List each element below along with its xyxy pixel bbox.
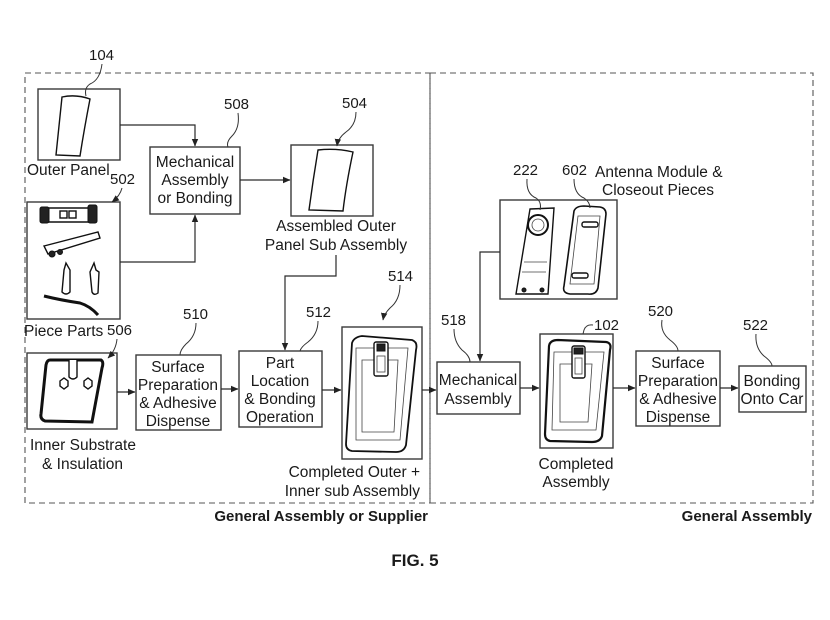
- label-510-1: Surface: [151, 359, 204, 376]
- ref-508: 508: [224, 96, 249, 113]
- ref-222: 222: [513, 162, 538, 179]
- label-520-2: Preparation: [638, 373, 718, 390]
- ref-502: 502: [110, 171, 135, 188]
- piece-parts-icon: [39, 204, 101, 317]
- node-mech-assembly-bonding: Mechanical Assembly or Bonding 508: [149, 96, 249, 215]
- label-518-2: Assembly: [444, 391, 511, 408]
- node-part-location: Part Location & Bonding Operation 512: [238, 304, 331, 428]
- label-520-4: Dispense: [646, 409, 711, 426]
- figure-caption: FIG. 5: [391, 551, 438, 570]
- edge-antenna-to-518: [476, 251, 500, 362]
- ref-522: 522: [743, 317, 768, 334]
- label-522-1: Bonding: [744, 373, 801, 390]
- ref-102: 102: [594, 317, 619, 334]
- label-piece-parts: Piece Parts: [24, 323, 104, 340]
- ref-514: 514: [388, 268, 413, 285]
- label-antenna-2: Closeout Pieces: [602, 182, 714, 199]
- label-inner-substrate-1: Inner Substrate: [30, 437, 136, 454]
- node-completed-outer-inner: Completed Outer + Inner sub Assembly 514: [285, 268, 423, 500]
- label-508-1: Mechanical: [156, 154, 234, 171]
- ref-602: 602: [562, 162, 587, 179]
- label-508-3: or Bonding: [158, 190, 233, 207]
- label-514-1: Completed Outer +: [289, 464, 420, 481]
- label-512-2: Location: [251, 373, 310, 390]
- completed-outer-inner-icon: [345, 335, 418, 453]
- label-514-2: Inner sub Assembly: [285, 483, 421, 500]
- completed-assembly-icon: [543, 338, 612, 444]
- ref-510: 510: [183, 306, 208, 323]
- edge-piece-parts-to-508: [120, 214, 199, 263]
- label-510-4: Dispense: [146, 413, 211, 430]
- label-102-1: Completed: [539, 456, 614, 473]
- node-mech-assembly: Mechanical Assembly 518: [436, 312, 521, 415]
- region-label-supplier: General Assembly or Supplier: [214, 508, 428, 525]
- region-general-assembly: [429, 72, 814, 504]
- edge-504-to-512: [281, 255, 337, 351]
- label-522-2: Onto Car: [741, 391, 804, 408]
- ref-520: 520: [648, 303, 673, 320]
- ref-518: 518: [441, 312, 466, 329]
- node-antenna-module: 222 602 Antenna Module & Closeout Pieces: [499, 162, 723, 300]
- inner-substrate-icon: [39, 358, 105, 424]
- ref-512: 512: [306, 304, 331, 321]
- label-510-2: Preparation: [138, 377, 218, 394]
- node-bonding-onto-car: Bonding Onto Car 522: [738, 317, 807, 413]
- label-510-3: & Adhesive: [139, 395, 217, 412]
- label-512-3: & Bonding: [244, 391, 316, 408]
- node-piece-parts: Piece Parts 502: [24, 171, 135, 340]
- node-surface-prep-1: Surface Preparation & Adhesive Dispense …: [135, 306, 222, 431]
- label-outer-panel: Outer Panel: [27, 162, 110, 179]
- label-512-1: Part: [266, 355, 295, 372]
- label-102-2: Assembly: [542, 474, 609, 491]
- label-504-1: Assembled Outer: [276, 218, 396, 235]
- connectors: [117, 124, 739, 396]
- label-518-1: Mechanical: [439, 372, 517, 389]
- node-inner-substrate: Inner Substrate & Insulation 506: [26, 322, 136, 473]
- ref-504: 504: [342, 95, 367, 112]
- label-inner-substrate-2: & Insulation: [42, 456, 123, 473]
- node-assembled-outer: Assembled Outer Panel Sub Assembly 504: [265, 95, 407, 254]
- region-label-general: General Assembly: [682, 508, 813, 525]
- node-completed-assembly: Completed Assembly 102: [539, 317, 620, 491]
- ref-506: 506: [107, 322, 132, 339]
- outer-panel-icon: [55, 95, 91, 157]
- node-surface-prep-2: Surface Preparation & Adhesive Dispense …: [635, 303, 721, 427]
- label-512-4: Operation: [246, 409, 314, 426]
- node-outer-panel: Outer Panel 104: [27, 47, 121, 179]
- ref-104: 104: [89, 47, 114, 64]
- edge-outer-panel-to-508: [120, 124, 199, 147]
- label-520-1: Surface: [651, 355, 704, 372]
- assembled-outer-icon: [308, 148, 354, 212]
- label-antenna-1: Antenna Module &: [595, 164, 723, 181]
- label-504-2: Panel Sub Assembly: [265, 237, 407, 254]
- closeout-piece-icon: [562, 205, 607, 295]
- antenna-module-icon: [515, 207, 555, 295]
- label-508-2: Assembly: [161, 172, 228, 189]
- label-520-3: & Adhesive: [639, 391, 717, 408]
